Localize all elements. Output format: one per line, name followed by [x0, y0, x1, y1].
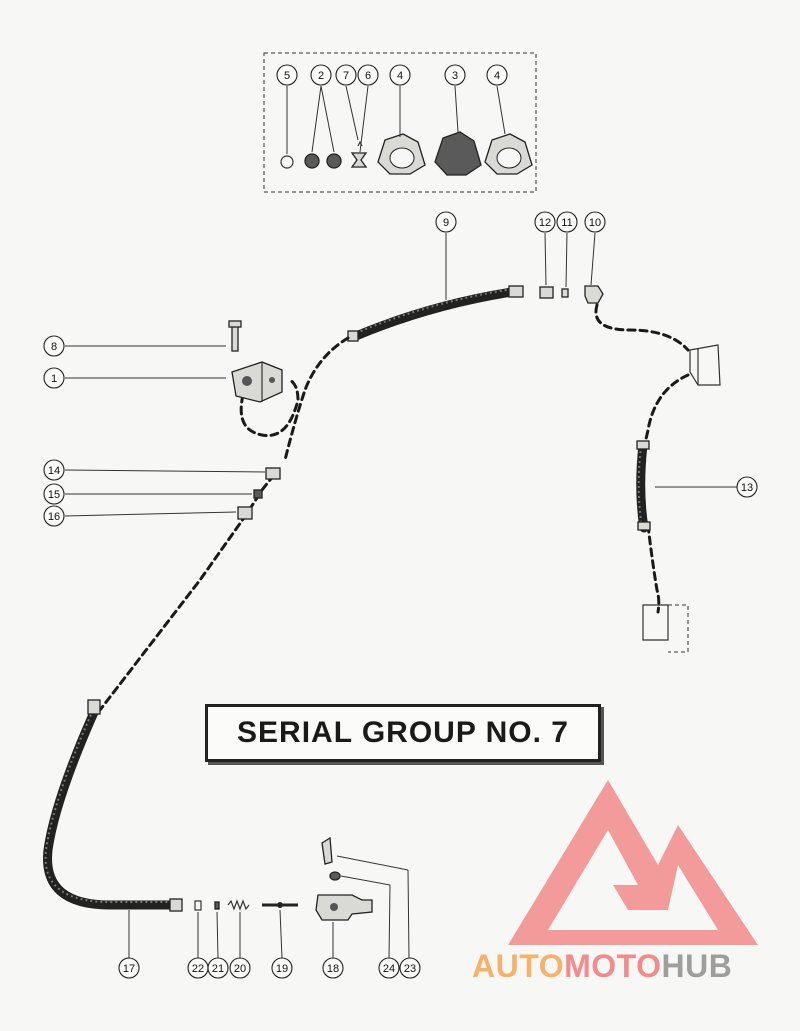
callout-3: 3	[444, 64, 466, 86]
callout-21: 21	[207, 957, 229, 979]
watermark-text: AUTOMOTOHUB	[472, 948, 733, 984]
part-20-spring	[227, 899, 250, 911]
callout-22: 22	[187, 957, 209, 979]
part-22-ring	[194, 900, 202, 911]
svg-text:24: 24	[383, 963, 395, 975]
svg-text:19: 19	[276, 963, 288, 975]
callout-4b: 4	[486, 64, 508, 86]
svg-text:4: 4	[397, 70, 403, 82]
callout-10: 10	[584, 211, 606, 233]
serial-group-title: SERIAL GROUP NO. 7	[205, 704, 601, 762]
svg-text:23: 23	[404, 963, 416, 975]
part-13-hose	[636, 440, 649, 533]
part-10-elbow	[584, 285, 604, 304]
svg-text:11: 11	[561, 217, 572, 229]
part-6-retainer	[350, 152, 368, 168]
callout-18: 18	[322, 957, 344, 979]
part-8-screw	[231, 324, 239, 352]
svg-text:18: 18	[327, 963, 339, 975]
part-3-diaphragm	[434, 131, 482, 176]
callout-2: 2	[310, 64, 332, 86]
callout-9: 9	[435, 211, 457, 233]
svg-text:15: 15	[48, 489, 60, 501]
svg-text:20: 20	[234, 963, 246, 975]
callout-4a: 4	[389, 64, 411, 86]
part-21-ball	[214, 901, 220, 910]
part-2-check-valve-b	[326, 153, 342, 169]
watermark-logo-icon	[508, 780, 758, 945]
part-14-fitting	[265, 467, 281, 480]
svg-text:5: 5	[284, 70, 290, 82]
callout-15: 15	[43, 483, 65, 505]
svg-text:2: 2	[318, 70, 324, 82]
callout-20: 20	[229, 957, 251, 979]
svg-text:12: 12	[539, 217, 551, 229]
svg-text:16: 16	[48, 511, 60, 523]
svg-text:10: 10	[589, 217, 601, 229]
fuel-pump-connection	[689, 344, 721, 386]
callout-23: 23	[399, 957, 421, 979]
callout-19: 19	[271, 957, 293, 979]
svg-text:9: 9	[443, 217, 449, 229]
part-23-bolt	[321, 836, 333, 865]
callout-1: 1	[43, 367, 65, 389]
part-9-hose	[351, 287, 517, 341]
callout-13: 13	[736, 476, 758, 498]
callout-7: 7	[335, 64, 357, 86]
svg-text:3: 3	[452, 70, 458, 82]
part-24-washer	[329, 871, 341, 881]
part-15-seal	[253, 489, 263, 499]
callout-17: 17	[118, 957, 140, 979]
part-11-seal	[561, 288, 569, 298]
callout-14: 14	[43, 459, 65, 481]
svg-text:1: 1	[51, 373, 57, 385]
callout-5: 5	[276, 64, 298, 86]
kit-box	[263, 52, 537, 193]
part-18-valve-body	[315, 894, 373, 921]
svg-text:22: 22	[192, 963, 204, 975]
callout-8: 8	[43, 335, 65, 357]
svg-text:6: 6	[365, 70, 371, 82]
part-5-ring	[280, 155, 294, 169]
callout-6: 6	[357, 64, 379, 86]
callout-12: 12	[534, 211, 556, 233]
svg-text:13: 13	[741, 482, 753, 494]
callout-11: 11	[556, 211, 578, 233]
part-12-fitting	[539, 286, 554, 299]
svg-text:14: 14	[48, 465, 60, 477]
part-17-hose	[43, 705, 177, 910]
svg-text:8: 8	[51, 341, 57, 353]
svg-text:7: 7	[343, 70, 349, 82]
callout-16: 16	[43, 505, 65, 527]
part-16-connector	[237, 506, 253, 520]
svg-text:21: 21	[212, 963, 224, 975]
svg-text:4: 4	[494, 70, 500, 82]
part-2-check-valve-a	[304, 153, 320, 169]
carburetor-connection	[642, 604, 669, 641]
svg-text:17: 17	[123, 963, 135, 975]
part-1-fuel-pump	[231, 361, 283, 403]
callout-24: 24	[378, 957, 400, 979]
